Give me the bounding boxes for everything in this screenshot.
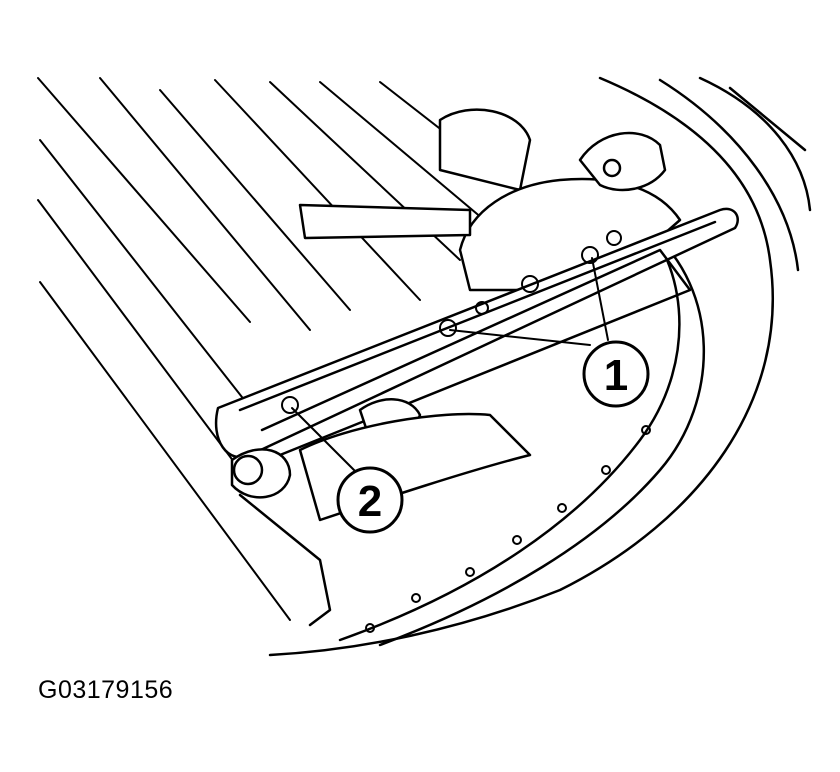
mounting-bracket — [298, 412, 532, 522]
sill-holes — [365, 425, 651, 633]
latch-bracket — [578, 131, 667, 192]
rail-bolt-holes — [281, 230, 622, 414]
front-foot — [230, 398, 422, 627]
callout-leaders — [291, 257, 609, 473]
figure-id-label: G03179156 — [38, 676, 174, 704]
leader-1b — [591, 257, 609, 341]
callout-2-number: 2 — [358, 477, 382, 526]
callout-1: 1 — [582, 340, 650, 408]
release-lever — [298, 203, 472, 240]
door-sill — [268, 76, 812, 657]
leader-2 — [291, 407, 357, 473]
callout-1-number: 1 — [604, 351, 628, 400]
leader-1a — [449, 329, 591, 346]
callout-2: 2 — [336, 466, 404, 534]
